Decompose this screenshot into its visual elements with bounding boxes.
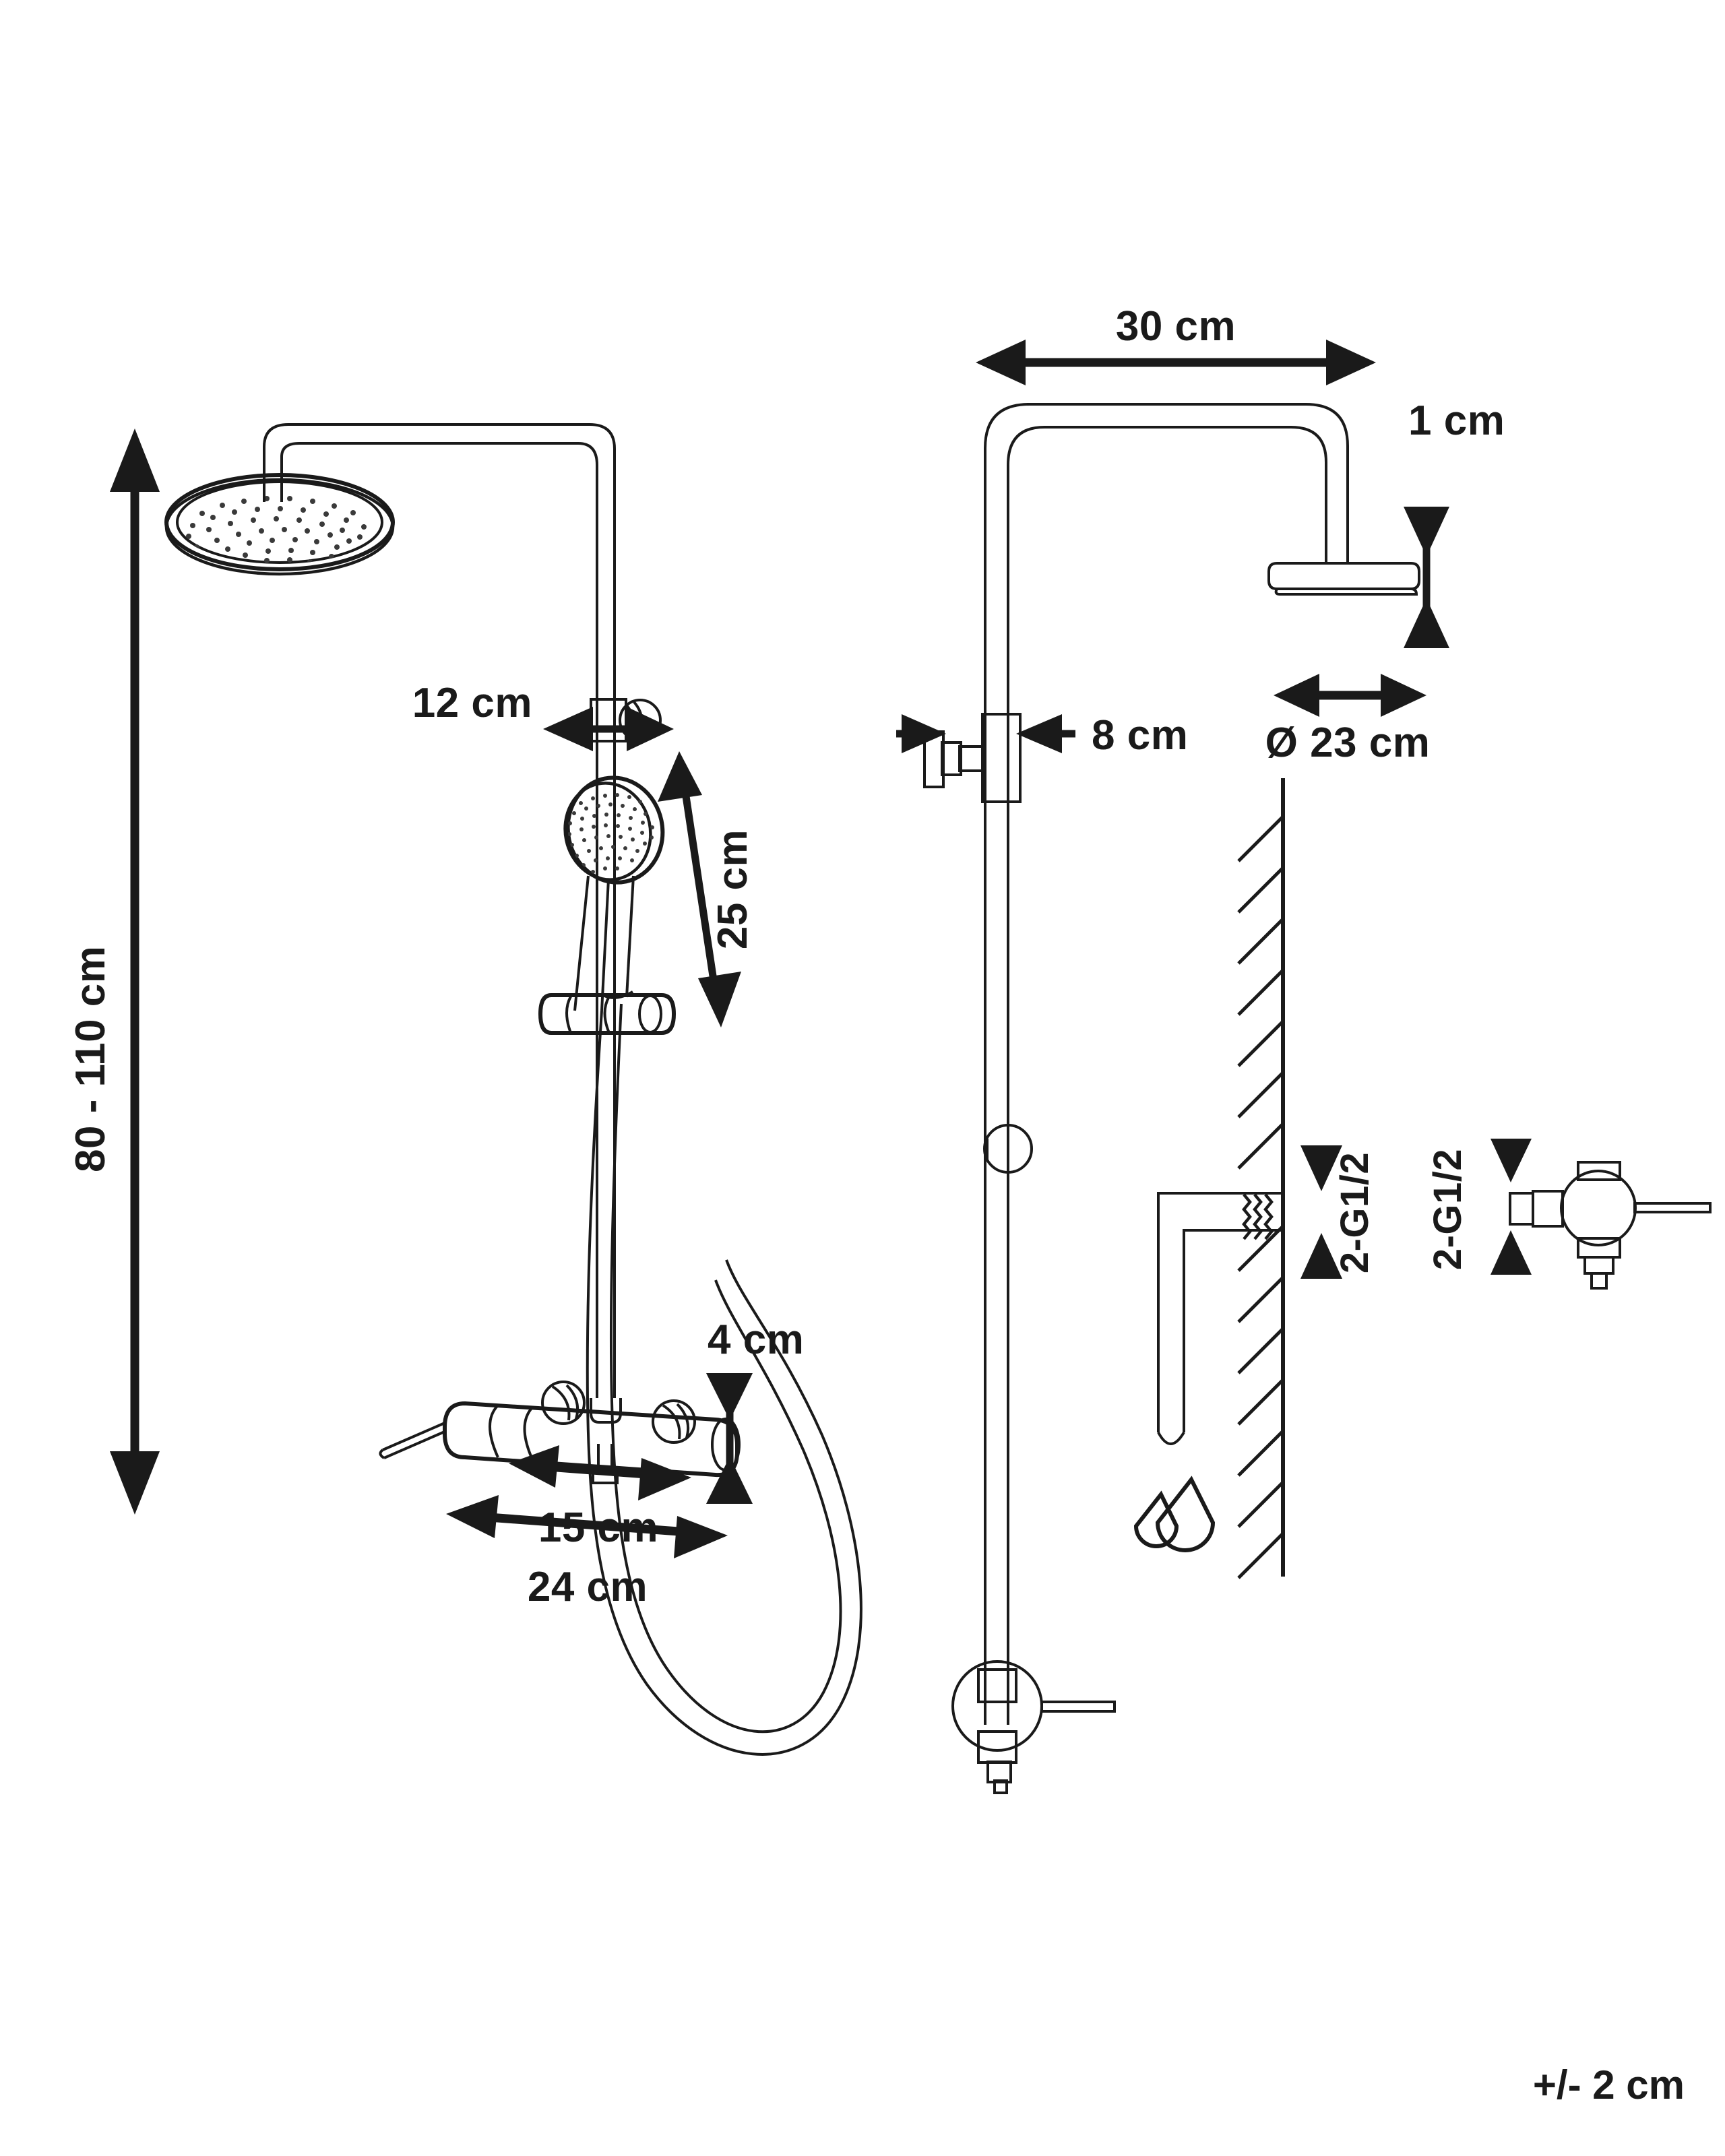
riser-diverter-knob (983, 1124, 1033, 1174)
dimension-head-diameter: Ø 23 cm (1265, 674, 1431, 766)
hand-shower-nozzles (567, 793, 654, 874)
water-drop-icon (1133, 1476, 1216, 1552)
wall-hatching (1237, 815, 1284, 1579)
hand-shower (563, 775, 665, 1011)
dimension-head-thickness: 1 cm (1404, 398, 1505, 648)
side-riser-arm (984, 403, 1349, 1725)
side-rain-head-disc (1267, 562, 1420, 596)
shower-arm-tube (263, 423, 616, 744)
dimension-mixer-inner-span: 15 cm (509, 1445, 691, 1551)
mixer-escutcheon-right (652, 1399, 696, 1444)
hand-shower-holder (538, 990, 677, 1035)
dimension-label-thread-wall: 2-G1/2 (1333, 1152, 1377, 1273)
dimension-label-head-diameter: Ø 23 cm (1265, 720, 1431, 766)
dimension-label-thread-valve: 2-G1/2 (1426, 1149, 1470, 1270)
dimension-mixer-outer-span: 24 cm (446, 1495, 728, 1610)
mixer-escutcheon-left (541, 1381, 586, 1425)
shower-hose (586, 1003, 862, 1756)
wall-section (1237, 778, 1285, 1579)
dimension-label-height-range: 80 - 110 cm (67, 946, 114, 1172)
dimension-label-slider-travel: 12 cm (412, 680, 532, 726)
thermostatic-mixer (379, 1381, 741, 1484)
dimension-label-mixer-outer-span: 24 cm (528, 1564, 648, 1610)
bottom-outlet-valve (951, 1660, 1116, 1794)
dimension-thread-wall: 2-G1/2 (1300, 1145, 1377, 1279)
thread-zigzag (1242, 1193, 1274, 1240)
front-elevation-view: 80 - 110 cm (67, 423, 862, 1756)
angle-valve-detail: 2-G1/2 (1426, 1139, 1712, 1290)
dimension-label-arm-reach: 30 cm (1116, 303, 1236, 350)
dimension-height-range: 80 - 110 cm (67, 429, 160, 1515)
dimension-label-head-thickness: 1 cm (1408, 398, 1505, 444)
dimension-label-riser-offset: 8 cm (1092, 712, 1188, 759)
dimension-arm-reach: 30 cm (976, 303, 1376, 385)
dimension-slider-travel: 12 cm (412, 680, 674, 751)
shower-head-nozzles (186, 496, 367, 564)
side-section-view: 30 cm 1 cm Ø 23 cm (896, 303, 1712, 1794)
dimension-label-handset-length: 25 cm (710, 829, 756, 949)
dimension-label-mixer-depth: 4 cm (708, 1317, 804, 1363)
rain-shower-head (164, 472, 395, 576)
dimension-handset-length: 25 cm (658, 751, 756, 1027)
dimension-mixer-depth: 4 cm (706, 1317, 804, 1504)
dimension-riser-offset: 8 cm (896, 712, 1188, 803)
tolerance-note: +/- 2 cm (1533, 2062, 1685, 2107)
wall-inlet-pipework (1157, 1192, 1283, 1445)
